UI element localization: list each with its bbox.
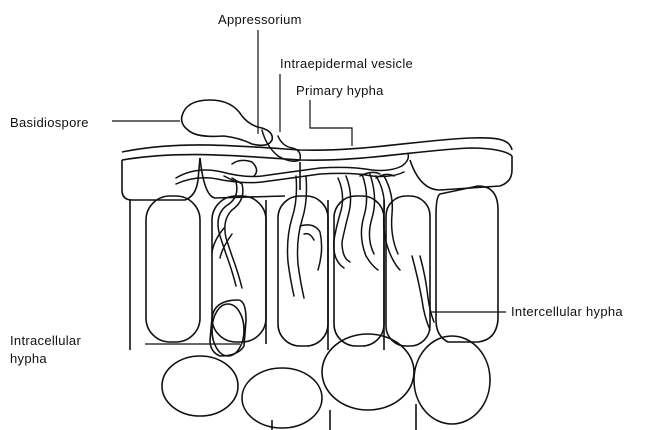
label-primary-hypha: Primary hypha (296, 83, 384, 98)
palisade-cell-1 (146, 196, 200, 342)
label-intercellular-hypha: Intercellular hypha (511, 304, 623, 319)
spongy-cell-4 (414, 336, 490, 424)
leader-primary-hypha (310, 100, 352, 146)
label-intraepidermal-vesicle: Intraepidermal vesicle (280, 56, 413, 71)
palisade-cell-4 (334, 196, 384, 346)
spongy-cell-5 (212, 304, 244, 356)
label-intracellular-hypha-line2: hypha (10, 351, 47, 366)
label-basidiospore: Basidiospore (10, 115, 89, 130)
hyphae (176, 154, 434, 330)
epidermal-cell-4 (410, 156, 512, 190)
basidiospore (182, 100, 301, 161)
spongy-cell-2 (242, 368, 322, 428)
leaf-surface (122, 138, 512, 160)
leader-lines (112, 30, 506, 344)
label-intracellular-hypha-line1: Intracellular (10, 333, 81, 348)
label-appressorium: Appressorium (218, 12, 302, 27)
epidermal-cells (122, 156, 512, 200)
spongy-cell-1 (162, 356, 238, 416)
mesophyll-cells (130, 186, 498, 428)
palisade-cell-6 (436, 186, 498, 342)
palisade-cell-2 (212, 196, 266, 342)
